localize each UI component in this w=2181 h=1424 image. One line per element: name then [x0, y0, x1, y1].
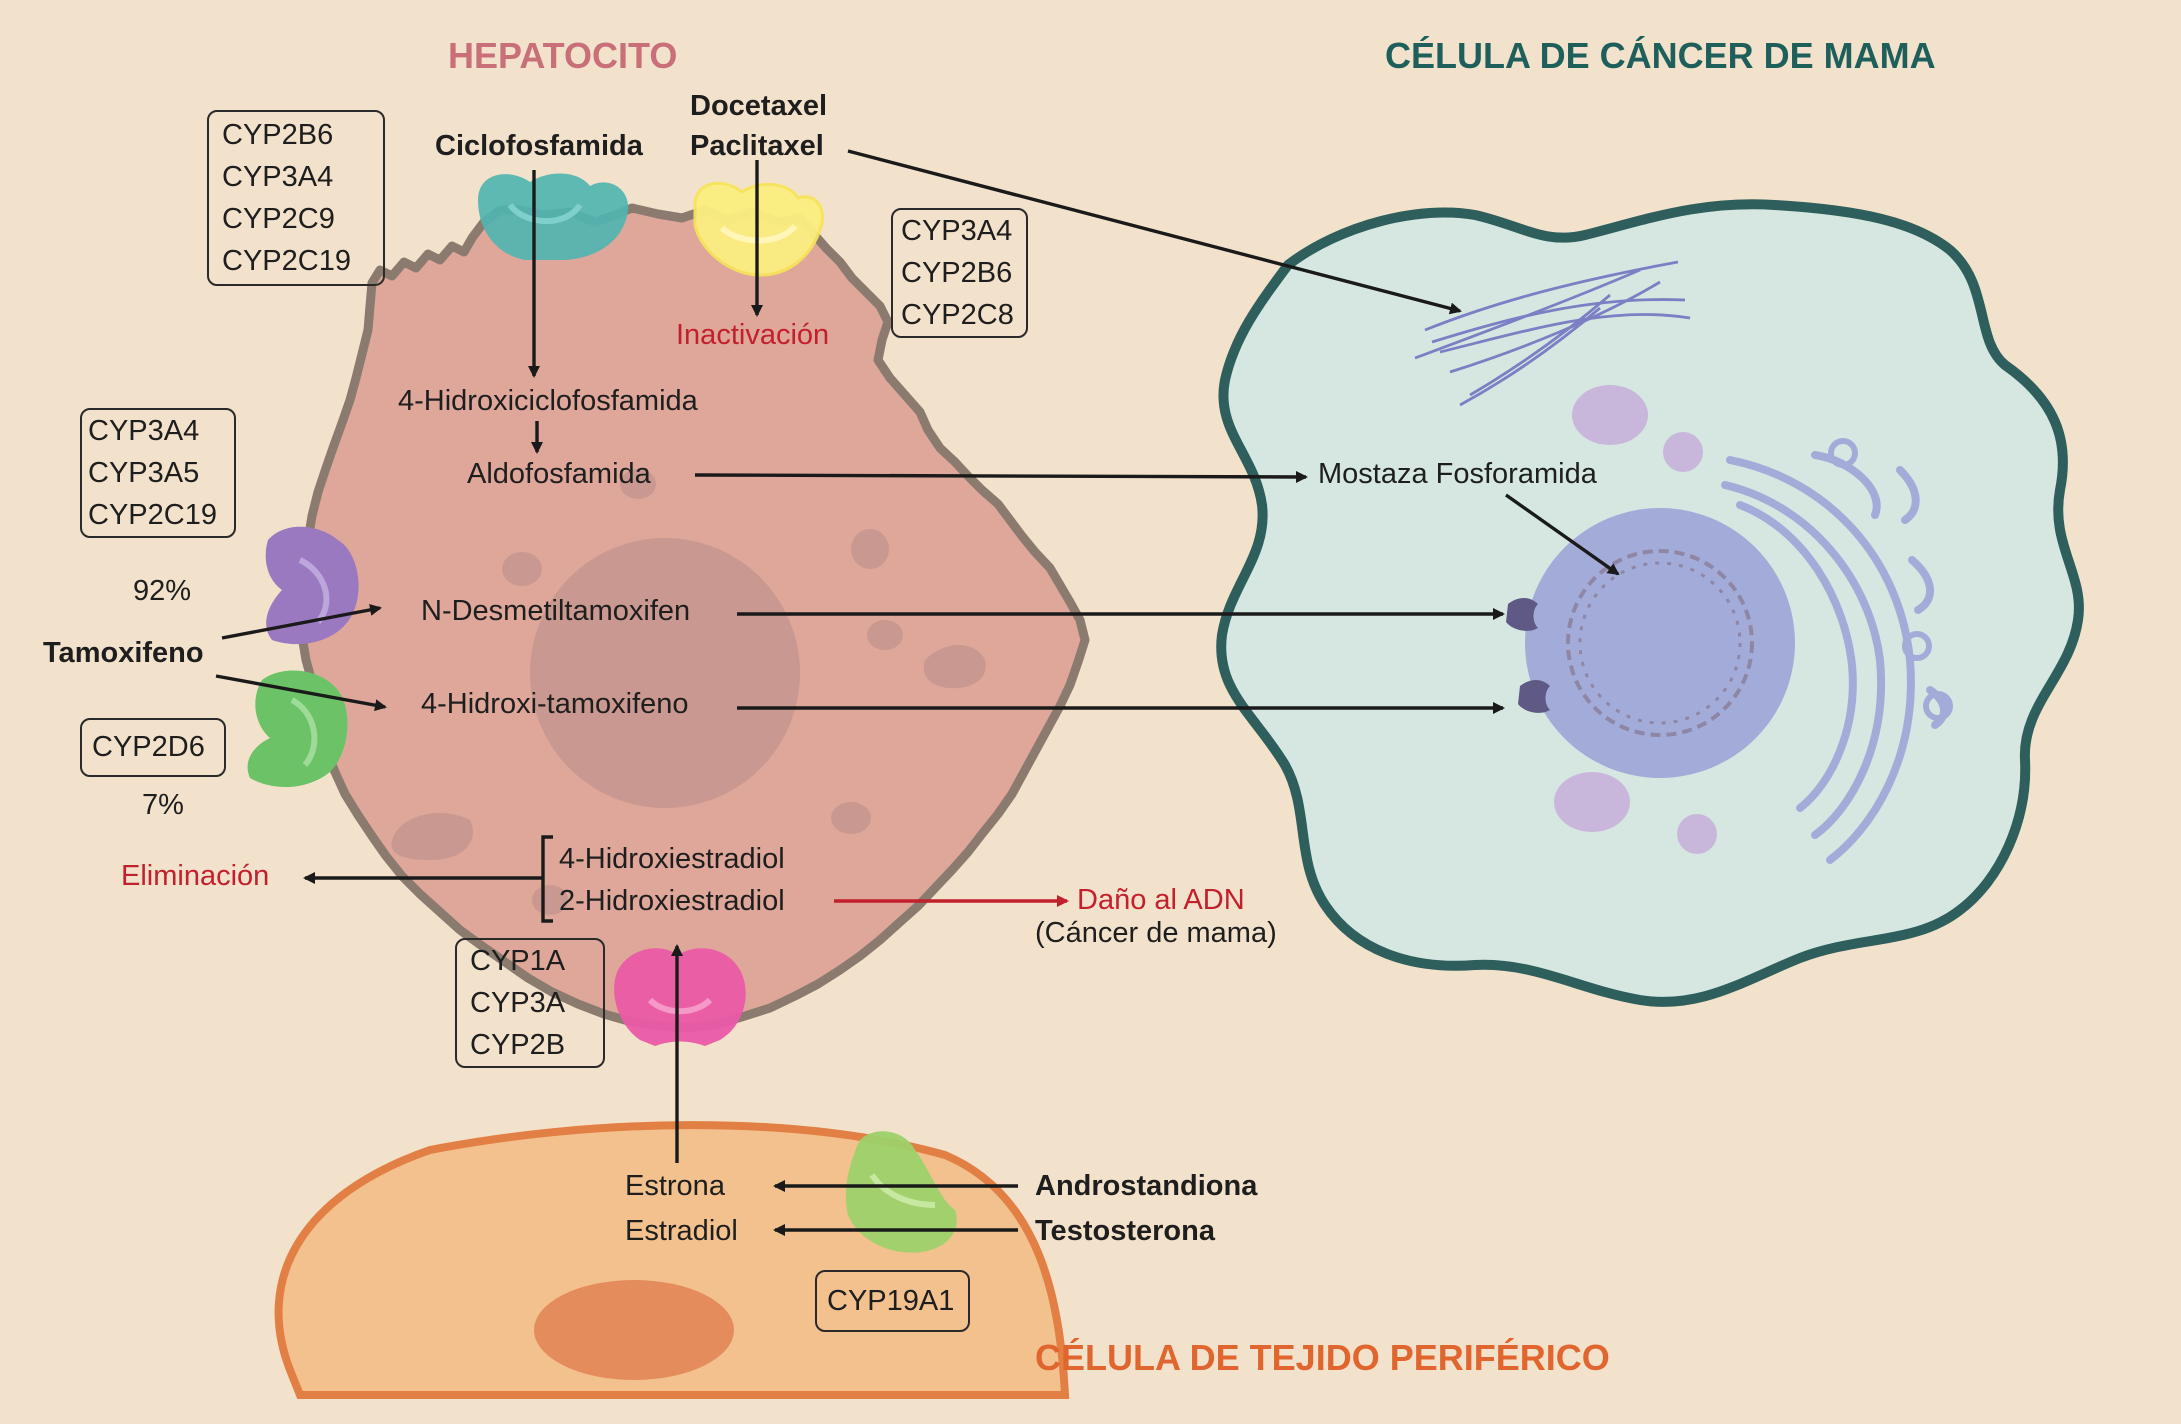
arrow-tamoxifen-to-ndesmethyl: [221, 603, 382, 640]
metabolite-4-hydroxyestradiol: 4-Hidroxiestradiol: [559, 843, 785, 875]
metabolite-phosphoramide-mustard: Mostaza Fosforamida: [1318, 458, 1597, 490]
enzyme-box-tamoxifen-minor: CYP2D6: [80, 718, 226, 777]
hepatocyte-cell: [295, 203, 1090, 1033]
arrow-mustard-to-dna: [1505, 493, 1620, 576]
receptor-icon: [1518, 680, 1550, 713]
enzyme-box-taxanes: CYP3A4 CYP2B6 CYP2C8: [891, 208, 1028, 338]
peripheral-cell-title: CÉLULA DE TEJIDO PERIFÉRICO: [1035, 1337, 1610, 1378]
metabolite-estrone: Estrona: [625, 1170, 725, 1202]
cancer-nucleus: [1525, 508, 1795, 778]
metabolite-aldophosphamide: Aldofosfamida: [467, 458, 651, 490]
microtubules: [1414, 260, 1691, 407]
drug-paclitaxel: Paclitaxel: [690, 130, 824, 162]
arrow-taxane-to-microtubules: [847, 149, 1462, 315]
metabolite-hydroxycyclophosphamide: 4-Hidroxiciclofosfamida: [398, 385, 698, 417]
golgi-apparatus: [1721, 451, 1948, 864]
peripheral-nucleus: [534, 1280, 734, 1380]
drug-androstenedione: Androstandiona: [1035, 1170, 1258, 1202]
enzyme-box-estrogen: CYP1A CYP3A CYP2B: [455, 938, 605, 1068]
arrow-tamoxifen-to-hydroxy: [215, 674, 387, 712]
arrow-aldo-to-mustard: [694, 470, 1308, 483]
cancer-cell: [1216, 199, 2084, 1007]
metabolite-hydroxytamoxifen: 4-Hidroxi-tamoxifeno: [421, 688, 689, 720]
outcome-dna-damage: Daño al ADN: [1077, 884, 1245, 916]
enzyme-cyclophosphamide: [478, 173, 629, 260]
cancer-cell-title: CÉLULA DE CÁNCER DE MAMA: [1385, 35, 1936, 76]
receptor-icon: [1506, 598, 1538, 631]
drug-testosterone: Testosterona: [1035, 1215, 1215, 1247]
outcome-inactivation: Inactivación: [676, 319, 830, 351]
metabolite-estradiol: Estradiol: [625, 1215, 738, 1247]
peripheral-cell: [274, 1121, 1070, 1399]
hepatocyte-nucleus: [530, 538, 800, 808]
enzyme-aromatase: [845, 1131, 957, 1253]
metabolite-n-desmethyltamoxifen: N-Desmetiltamoxifen: [421, 595, 691, 627]
enzyme-estrogen: [614, 948, 746, 1046]
drug-cyclophosphamide: Ciclofosfamida: [435, 130, 643, 162]
pathway-arrows: [215, 149, 1620, 1236]
enzyme-box-aromatase: CYP19A1: [815, 1270, 970, 1332]
enzyme-box-tamoxifen-major: CYP3A4 CYP3A5 CYP2C19: [80, 408, 236, 538]
drug-docetaxel: Docetaxel: [690, 90, 828, 122]
drug-tamoxifen: Tamoxifeno: [43, 637, 204, 669]
percentage-major-pathway: 92%: [133, 575, 192, 607]
enzyme-box-cyclophosphamide: CYP2B6 CYP3A4 CYP2C9 CYP2C19: [207, 110, 385, 286]
outcome-elimination: Eliminación: [121, 860, 270, 892]
outcome-breast-cancer: (Cáncer de mama): [1035, 917, 1277, 949]
enzyme-cyp2d6: [247, 670, 348, 788]
metabolite-2-hydroxyestradiol: 2-Hidroxiestradiol: [559, 885, 785, 917]
hepatocyte-title: HEPATOCITO: [448, 35, 678, 76]
percentage-minor-pathway: 7%: [142, 789, 184, 821]
